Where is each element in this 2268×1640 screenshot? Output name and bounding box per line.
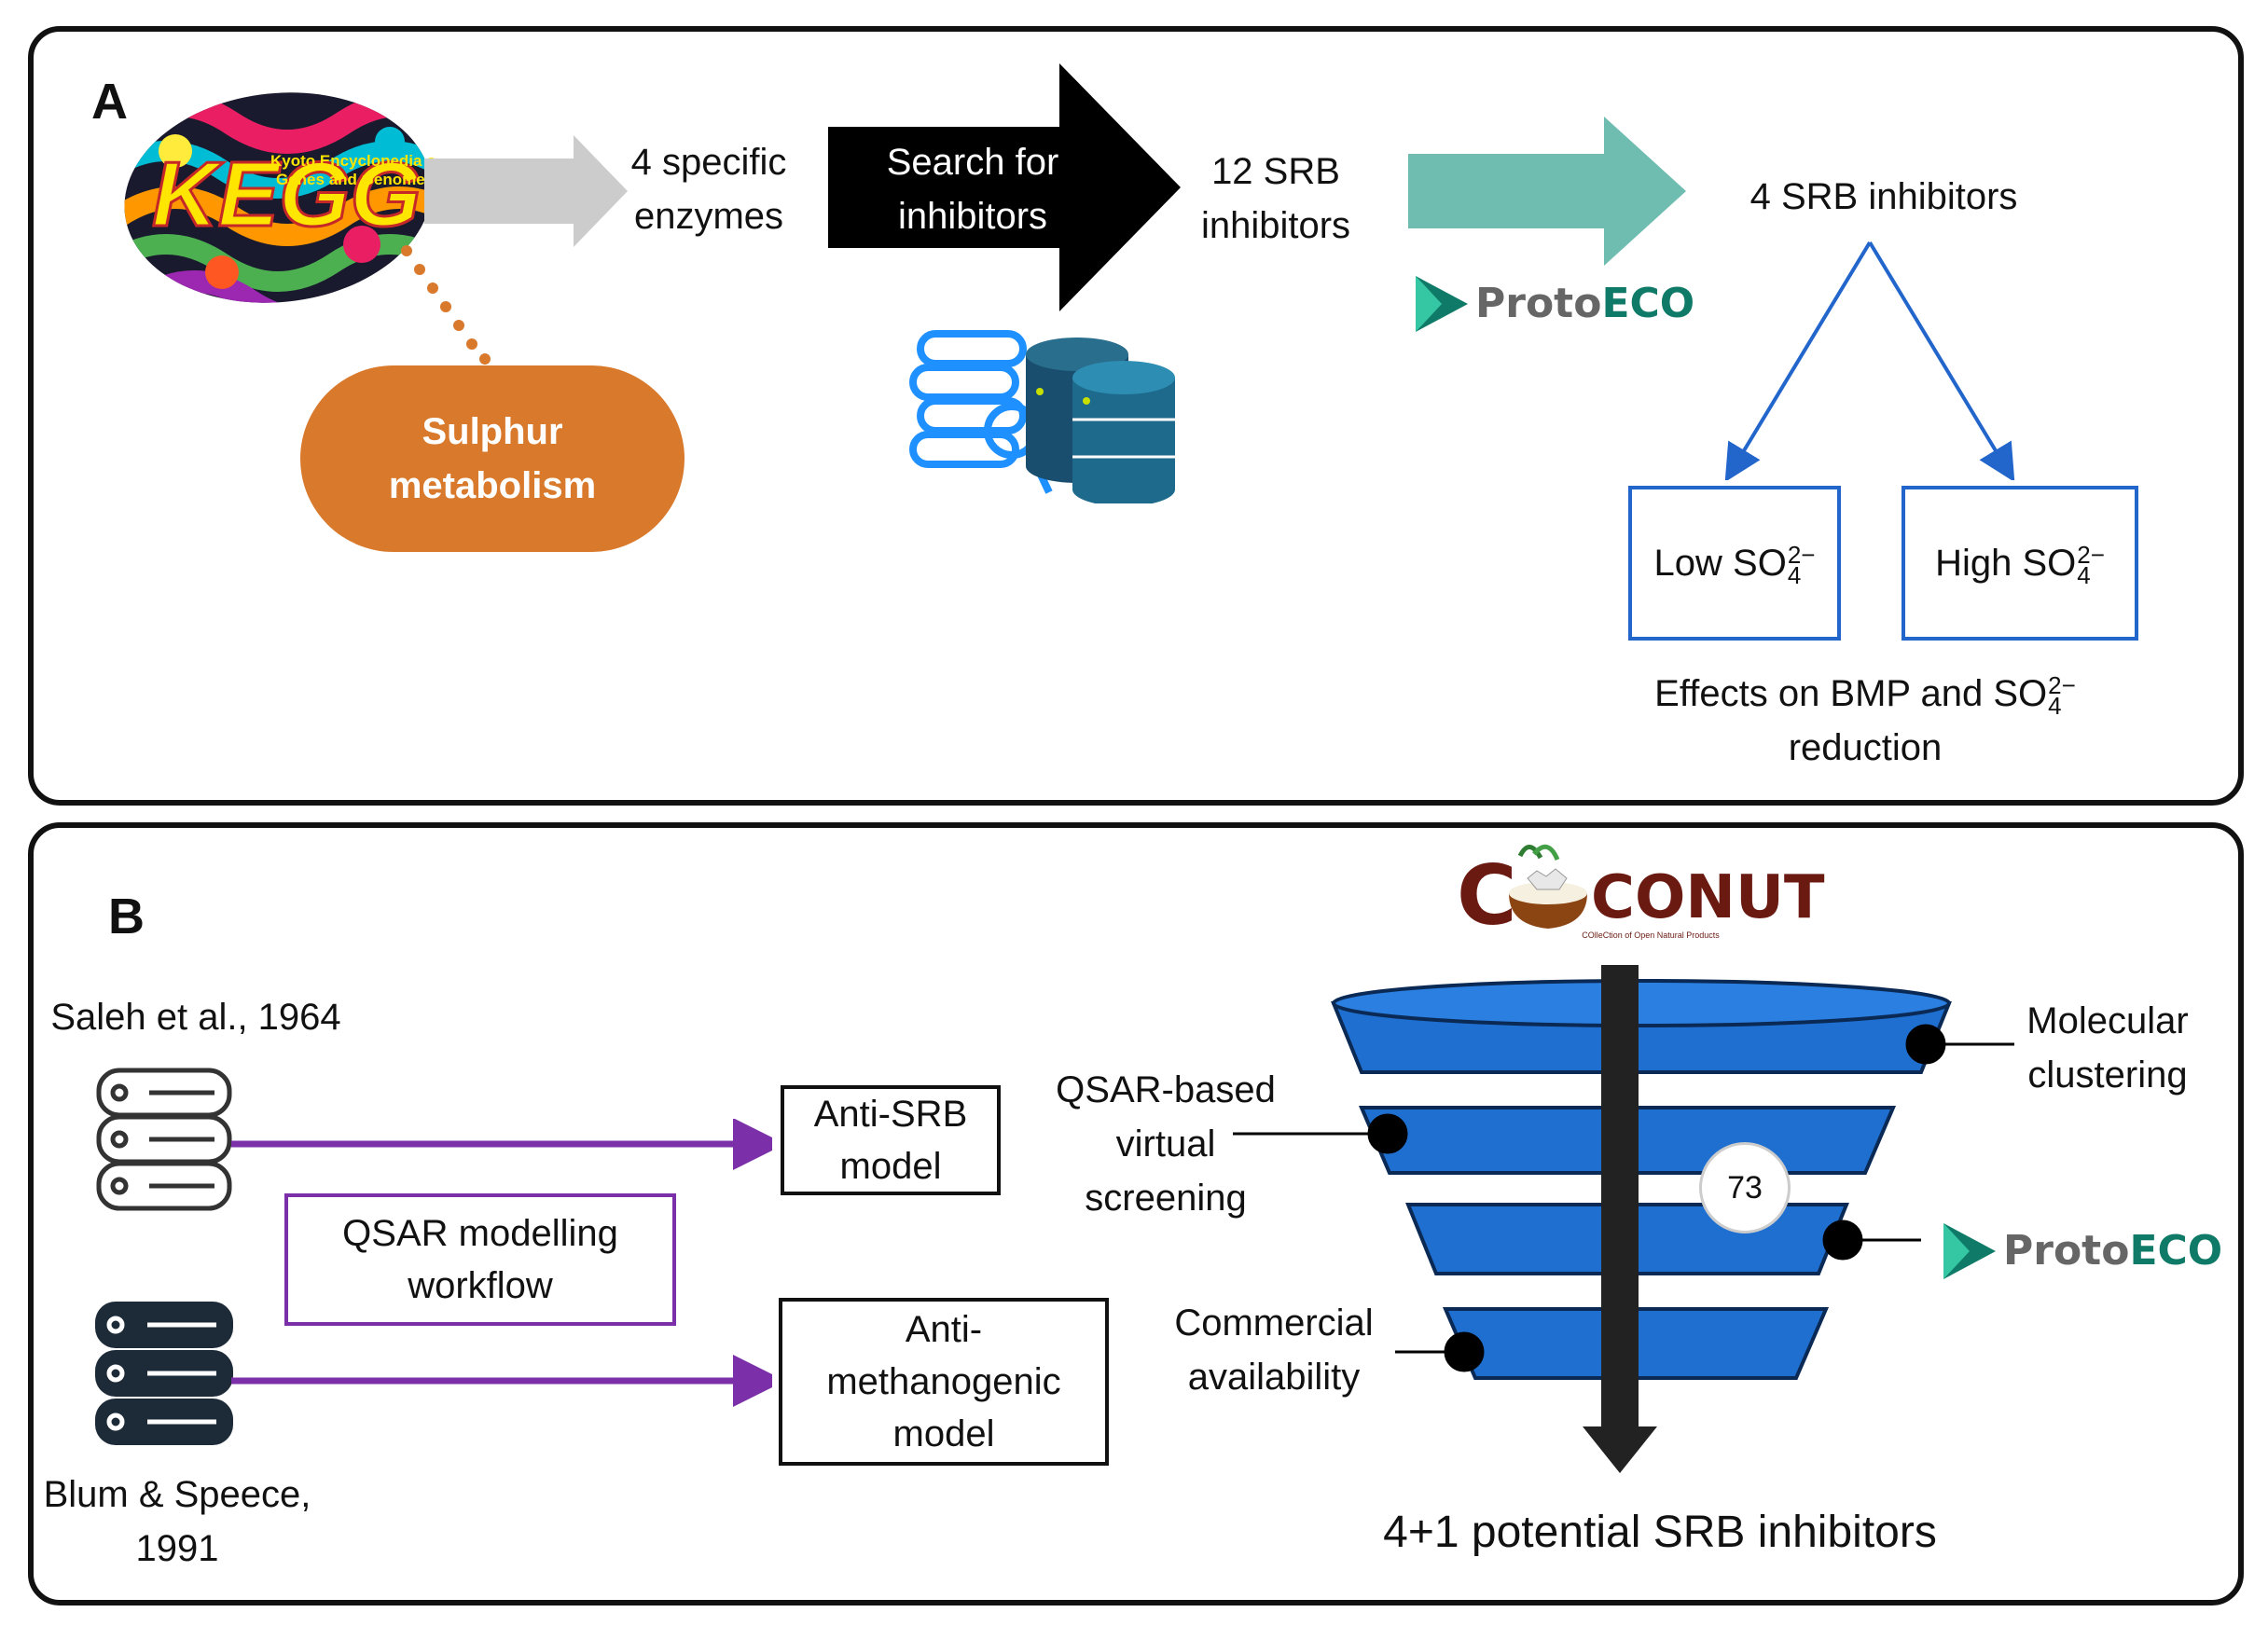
coconut-rest: CONUT [1591, 863, 1825, 932]
commercial-availability-label: Commercial availability [1153, 1296, 1395, 1404]
blum-line2: 1991 [135, 1528, 219, 1569]
qsar-workflow-line1: QSAR modelling [342, 1213, 618, 1254]
commercial-line2: availability [1187, 1357, 1361, 1398]
funnel-arrowhead [1583, 1426, 1657, 1473]
kegg-dotted-connector [401, 245, 491, 365]
panel-a-letter: A [91, 74, 128, 130]
molecular-line2: clustering [2027, 1054, 2188, 1096]
qsar-virtual-screening-label: QSAR-based virtual screening [1043, 1063, 1289, 1225]
result-label: 4+1 potential SRB inhibitors [1383, 1508, 1937, 1557]
anti-srb-line1: Anti-SRB [813, 1094, 968, 1135]
blum-line1: Blum & Speece, [43, 1474, 311, 1515]
kegg-logo-letters: KEGG [152, 143, 422, 245]
enzymes-line2: enzymes [633, 196, 784, 237]
low-prefix: Low SO [1653, 543, 1787, 584]
count-badge: 73 [1699, 1142, 1791, 1233]
molecular-line1: Molecular [2026, 1000, 2189, 1041]
molecular-clustering-label: Molecular clustering [2005, 994, 2210, 1102]
protoeco-logo-b: ProtoECO [1943, 1221, 2223, 1283]
protoeco-mark-icon-b [1943, 1223, 1996, 1279]
coconut-c: C [1457, 848, 1517, 944]
srb12-label: 12 SRB inhibitors [1182, 145, 1369, 253]
protoeco-suffix-a: ECO [1601, 280, 1695, 327]
protoeco-mark-icon [1416, 276, 1468, 332]
coconut-tagline: COlleCtion of Open Natural Products [1582, 930, 1720, 940]
anti-srb-model-box: Anti-SRB model [781, 1085, 1001, 1195]
low-sup: 2− [1787, 541, 1816, 570]
protoeco-prefix-b: Proto [2003, 1227, 2130, 1275]
enzymes-line1: 4 specific [630, 142, 787, 183]
effects-prefix: Effects on BMP and SO [1654, 673, 2048, 714]
sulphur-line2: metabolism [388, 465, 597, 506]
branch-arrows [1725, 241, 2015, 480]
high-sub: 4 [2077, 561, 2091, 590]
count-value: 73 [1727, 1169, 1763, 1206]
database-search-icon [909, 330, 1175, 503]
search-arrow-label: Search for inhibitors [830, 135, 1115, 243]
qsar-workflow-line2: workflow [408, 1265, 553, 1306]
protoeco-logo-a: ProtoECO [1416, 274, 1694, 336]
coconut-logo: C CONUT COlleCtion of Open Natural Produ… [1455, 837, 1825, 949]
database-dark-icon [95, 1302, 233, 1445]
anti-methanogenic-model-box: Anti- methanogenic model [779, 1298, 1109, 1466]
high-prefix: High SO [1935, 543, 2077, 584]
gray-arrow [424, 135, 628, 247]
protoeco-prefix-a: Proto [1475, 280, 1602, 327]
qsar-vs-line1: QSAR-based [1056, 1069, 1276, 1110]
high-sup: 2− [2077, 541, 2105, 570]
enzymes-label: 4 specific enzymes [620, 135, 797, 243]
anti-meth-line2: methanogenic [826, 1361, 1061, 1402]
sulphur-line1: Sulphur [422, 411, 563, 452]
coconut-mark-icon [1509, 844, 1587, 929]
kegg-logo: KEGG Kyoto Encyclopedia of Genes and Gen… [114, 86, 442, 318]
qsar-workflow-box: QSAR modelling workflow [284, 1193, 676, 1326]
blum-label: Blum & Speece, 1991 [37, 1468, 317, 1576]
commercial-line1: Commercial [1174, 1302, 1374, 1344]
sulphur-metabolism-pill: Sulphur metabolism [300, 365, 685, 552]
panel-b-letter: B [108, 889, 145, 944]
effects-sub: 4 [2048, 692, 2062, 721]
purple-arrows [231, 1119, 772, 1407]
low-sub: 4 [1787, 561, 1802, 590]
qsar-vs-line3: screening [1085, 1178, 1247, 1219]
srb12-line1: 12 SRB [1211, 151, 1340, 192]
search-line2: inhibitors [897, 196, 1048, 237]
srb12-line2: inhibitors [1200, 205, 1351, 246]
anti-meth-line3: model [892, 1413, 995, 1454]
funnel-shaft [1601, 965, 1639, 1431]
anti-srb-line2: model [839, 1146, 942, 1187]
funnel-rim [1332, 979, 1951, 1027]
kegg-subtitle-1: Kyoto Encyclopedia of [270, 152, 436, 170]
srb4-label: 4 SRB inhibitors [1749, 176, 2018, 217]
protoeco-suffix-b: ECO [2129, 1227, 2223, 1275]
panel-b [28, 822, 2244, 1606]
effects-sup: 2− [2048, 671, 2076, 700]
search-line1: Search for [886, 142, 1059, 183]
saleh-label: Saleh et al., 1964 [50, 997, 341, 1038]
qsar-vs-line2: virtual [1115, 1123, 1216, 1165]
kegg-subtitle-2: Genes and Genomes [276, 171, 434, 188]
funnel-connectors [1233, 1024, 2014, 1372]
anti-meth-line1: Anti- [905, 1309, 983, 1350]
database-light-icon [96, 1068, 232, 1211]
effects-line2: reduction [1788, 727, 1943, 768]
teal-arrow [1408, 117, 1686, 266]
search-arrow [828, 63, 1181, 311]
